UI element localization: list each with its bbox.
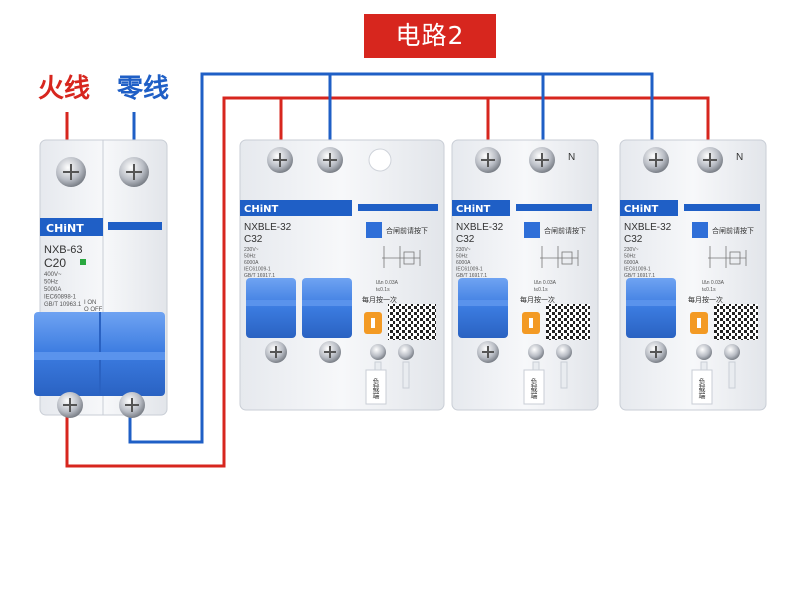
rcbo-rating: C32 [244,234,263,245]
rcbo-spec: 230V~ [456,247,471,253]
main-breaker-model: NXB-63 [44,244,83,256]
rcbo-neutral-mark: N [736,152,743,163]
rcbo-qr-code [714,304,758,340]
rcbo-output-terminal-screw[interactable] [370,344,386,360]
rcbo-monthly-note: 每月按一次 [520,295,555,304]
rcbo-group: CHiNTNXBLE-32C32230V~50Hz6000AIEC61009-1… [239,139,767,411]
live-wire-feed [65,96,710,468]
rcbo-load-label: 负载端 [372,377,380,400]
rcbo-rating: C32 [456,234,475,245]
main-breaker-spec: GB/T 10963.1 [44,302,82,308]
rcbo-sensitivity: IΔn 0.03A [534,280,557,286]
rcbo-qr-code [546,304,590,340]
main-breaker-brand: CHiNT [46,222,84,235]
main-breaker-rating: C20 [44,256,66,270]
rcbo-spec: IEC61009-1 [624,267,651,273]
rcbo-output-terminal-screw[interactable] [724,344,740,360]
rcbo-press-note: 合闸前请按下 [544,226,586,235]
rcbo-load-label: 负载端 [530,377,538,400]
rcbo-rating: C32 [624,234,643,245]
rcbo-spec: 50Hz [456,254,468,260]
main-breaker-spec: IEC60898-1 [44,295,77,301]
rcbo-model: NXBLE-32 [244,222,292,233]
rcbo-neutral-mark: N [568,152,575,163]
rcbo-spec: 6000A [456,260,471,266]
rcbo-handle[interactable] [246,278,296,338]
rcbo-trip-time: t≤0.1s [534,287,548,293]
rcbo-output-terminal-screw[interactable] [528,344,544,360]
rcbo-load-label: 负载端 [698,377,706,400]
rcbo-brand: CHiNT [244,204,279,215]
main-breaker-on-label: I ON [84,300,96,306]
rcbo-spec: 50Hz [624,254,636,260]
rcbo-trip-time: t≤0.1s [376,287,390,293]
rcbo-reset-indicator[interactable] [692,222,708,238]
rcbo-qr-code [388,304,436,340]
neutral-wire-label: 零线 [117,74,170,104]
rcbo-spec: IEC61009-1 [244,267,271,273]
main-breaker-spec: 5000A [44,287,61,293]
rcbo-spec: GB/T 16917.1 [244,273,275,279]
rcbo-output-terminal-screw[interactable] [696,344,712,360]
rcbo-press-note: 合闸前请按下 [712,226,754,235]
rcbo-spec: GB/T 16917.1 [624,273,655,279]
rcbo-output-terminal-screw[interactable] [556,344,572,360]
main-breaker-off-label: O OFF [84,307,103,313]
rcbo-brand: CHiNT [624,204,659,215]
rcbo-sensitivity: IΔn 0.03A [376,280,399,286]
live-wire-label: 火线 [38,74,91,104]
rcbo-handle[interactable] [302,278,352,338]
rcbo-reset-indicator[interactable] [366,222,382,238]
rcbo-spec: GB/T 16917.1 [456,273,487,279]
rcbo-output-terminal-screw[interactable] [398,344,414,360]
main-breaker-spec: 50Hz [44,280,58,286]
rcbo-brand: CHiNT [456,204,491,215]
neutral-wire-feed [128,72,654,444]
rcbo-sensitivity: IΔn 0.03A [702,280,725,286]
rcbo-handle[interactable] [458,278,508,338]
rcbo-spec: 50Hz [244,254,256,260]
rcbo-model: NXBLE-32 [456,222,504,233]
rcbo-monthly-note: 每月按一次 [688,295,723,304]
diagram-title: 电路2 [364,14,496,58]
rcbo-reset-indicator[interactable] [524,222,540,238]
rcbo-handle[interactable] [626,278,676,338]
rcbo-spec: 6000A [624,260,639,266]
rcbo-spec: 6000A [244,260,259,266]
rcbo-trip-time: t≤0.1s [702,287,716,293]
rcbo-monthly-note: 每月按一次 [362,295,397,304]
rcbo-press-note: 合闸前请按下 [386,226,428,235]
rcbo-spec: IEC61009-1 [456,267,483,273]
rcbo-spec: 230V~ [244,247,259,253]
main-breaker-spec: 400V~ [44,272,62,278]
rcbo-spec: 230V~ [624,247,639,253]
rcbo-model: NXBLE-32 [624,222,672,233]
